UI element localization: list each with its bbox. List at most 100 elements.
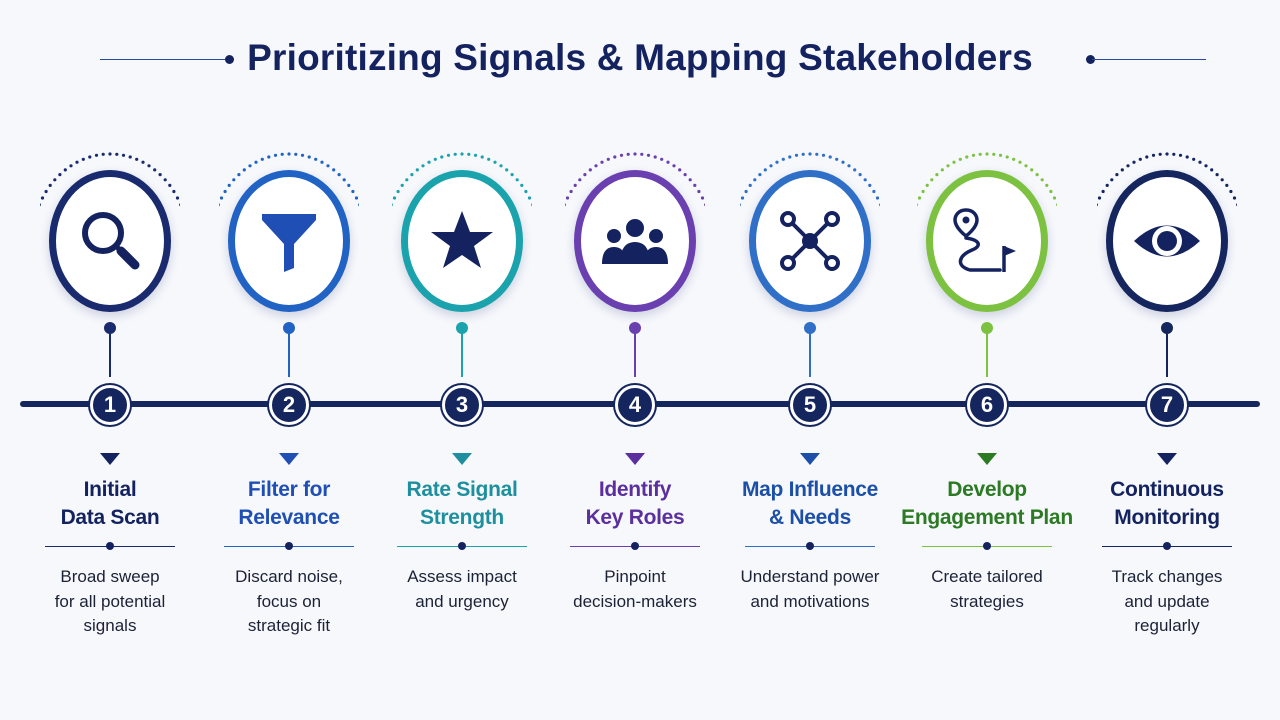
connector-dot — [804, 322, 816, 334]
connector-dot — [629, 322, 641, 334]
people-group-icon — [600, 206, 670, 276]
step-number: 5 — [803, 392, 817, 417]
step-title-line1: Initial — [83, 478, 137, 501]
step-desc-line1: Track changes — [1111, 567, 1223, 586]
step-desc-line1: Understand power — [740, 567, 880, 586]
route-flag-icon — [952, 206, 1022, 276]
step-title: Filter for Relevance — [199, 476, 379, 532]
step-desc-line1: Create tailored — [931, 567, 1043, 586]
step-desc-line2: and update — [1124, 591, 1210, 611]
step-title-line2: Engagement Plan — [901, 506, 1073, 529]
step-title-line1: Develop — [947, 478, 1027, 501]
icon-ring — [926, 170, 1048, 312]
step-description: Pinpoint decision-makers — [545, 565, 725, 614]
step-title-line2: Data Scan — [60, 506, 160, 529]
step-3: 3 Rate Signal Strength Assess impact and… — [372, 0, 552, 720]
step-5: 5 Map Influence & Needs Understand power… — [720, 0, 900, 720]
connector-line — [634, 329, 636, 377]
step-title-line1: Rate Signal — [406, 478, 518, 501]
step-desc-line3: regularly — [1134, 616, 1200, 635]
step-title-line1: Map Influence — [741, 478, 879, 501]
connector-line — [109, 329, 111, 377]
connector-line — [1166, 329, 1168, 377]
step-desc-line3: strategic fit — [247, 616, 331, 635]
step-desc-line1: Pinpoint — [604, 567, 666, 586]
step-description: Create tailored strategies — [897, 565, 1077, 614]
step-desc-line2: strategies — [950, 591, 1024, 611]
step-title-line1: Filter for — [247, 478, 331, 501]
step-divider-dot — [631, 542, 639, 550]
step-number: 6 — [980, 392, 994, 417]
title-row: Prioritizing Signals & Mapping Stakehold… — [0, 30, 1280, 86]
connector-line — [288, 329, 290, 377]
step-description: Understand power and motivations — [720, 565, 900, 614]
step-desc-line3: signals — [83, 616, 137, 635]
connector-dot — [1161, 322, 1173, 334]
step-2: 2 Filter for Relevance Discard noise, fo… — [199, 0, 379, 720]
step-number: 3 — [455, 392, 469, 417]
connector-line — [986, 329, 988, 377]
title-right-dot — [1086, 55, 1095, 64]
step-number-badge: 3 — [442, 385, 482, 425]
title-left-rule — [100, 59, 228, 60]
step-6: 6 Develop Engagement Plan Create tailore… — [897, 0, 1077, 720]
step-divider-dot — [806, 542, 814, 550]
step-title: Rate Signal Strength — [372, 476, 552, 532]
down-triangle-icon — [625, 453, 645, 472]
step-title-line2: & Needs — [769, 506, 851, 529]
step-4: 4 Identify Key Roles Pinpoint decision-m… — [545, 0, 725, 720]
title-right-rule — [1092, 59, 1206, 60]
step-description: Track changes and update regularly — [1077, 565, 1257, 639]
step-divider-dot — [285, 542, 293, 550]
connector-dot — [456, 322, 468, 334]
step-desc-line2: and motivations — [750, 591, 870, 611]
down-triangle-icon — [279, 453, 299, 472]
step-title: Identify Key Roles — [545, 476, 725, 532]
icon-ring — [49, 170, 171, 312]
step-divider-dot — [458, 542, 466, 550]
step-number: 2 — [282, 392, 296, 417]
step-title-line2: Key Roles — [585, 506, 685, 529]
star-icon — [427, 206, 497, 276]
step-number-badge: 1 — [90, 385, 130, 425]
connector-line — [461, 329, 463, 377]
magnifying-glass-icon — [75, 206, 145, 276]
step-desc-line1: Assess impact — [407, 567, 517, 586]
down-triangle-icon — [452, 453, 472, 472]
step-title: Develop Engagement Plan — [897, 476, 1077, 532]
page-title: Prioritizing Signals & Mapping Stakehold… — [247, 37, 1033, 78]
step-description: Broad sweep for all potential signals — [20, 565, 200, 639]
step-title: Initial Data Scan — [20, 476, 200, 532]
step-number: 4 — [628, 392, 642, 417]
step-title: Map Influence & Needs — [720, 476, 900, 532]
step-desc-line2: for all potential — [54, 591, 166, 611]
down-triangle-icon — [100, 453, 120, 472]
step-number-badge: 2 — [269, 385, 309, 425]
network-icon — [775, 206, 845, 276]
step-number-badge: 6 — [967, 385, 1007, 425]
down-triangle-icon — [1157, 453, 1177, 472]
connector-dot — [283, 322, 295, 334]
step-number-badge: 4 — [615, 385, 655, 425]
step-title-line2: Strength — [420, 506, 504, 529]
connector-dot — [104, 322, 116, 334]
title-left-dot — [225, 55, 234, 64]
step-7: 7 Continuous Monitoring Track changes an… — [1077, 0, 1257, 720]
icon-ring — [574, 170, 696, 312]
step-number-badge: 5 — [790, 385, 830, 425]
step-divider-dot — [106, 542, 114, 550]
connector-line — [809, 329, 811, 377]
step-divider-dot — [1163, 542, 1171, 550]
funnel-icon — [254, 206, 324, 276]
eye-icon — [1132, 206, 1202, 276]
step-title-line1: Identify — [598, 478, 672, 501]
dotted-arc — [731, 152, 889, 257]
step-desc-line1: Broad sweep — [60, 567, 160, 586]
down-triangle-icon — [977, 453, 997, 472]
step-1: 1 Initial Data Scan Broad sweep for all … — [20, 0, 200, 720]
connector-dot — [981, 322, 993, 334]
step-number: 7 — [1160, 392, 1174, 417]
down-triangle-icon — [800, 453, 820, 472]
step-desc-line2: and urgency — [415, 591, 509, 611]
step-divider-dot — [983, 542, 991, 550]
